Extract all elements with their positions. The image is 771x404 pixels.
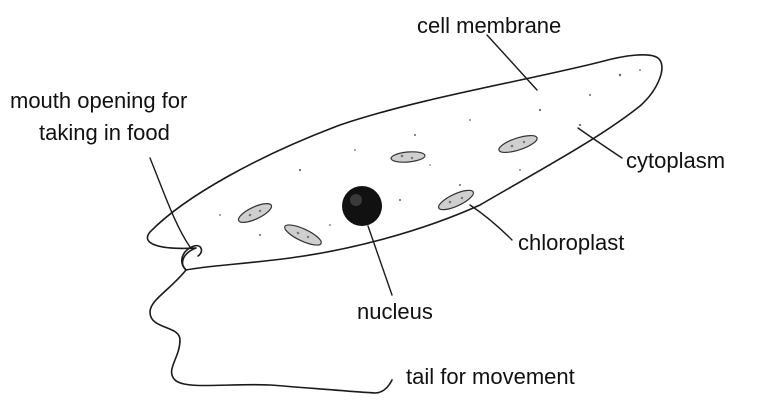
leader-cytoplasm xyxy=(578,128,622,158)
chloroplast-2 xyxy=(497,132,539,156)
chloroplast-1 xyxy=(391,151,426,164)
nucleus-shape xyxy=(342,186,382,226)
leader-nucleus xyxy=(368,226,392,295)
label-chloroplast: chloroplast xyxy=(518,230,624,255)
label-tail: tail for movement xyxy=(406,364,575,389)
label-cytoplasm: cytoplasm xyxy=(626,148,725,173)
label-cell-membrane: cell membrane xyxy=(417,13,561,38)
chloroplast-3 xyxy=(236,200,274,226)
leader-mouth xyxy=(150,158,190,247)
label-mouth-line1: mouth opening for xyxy=(10,88,187,113)
leader-chloroplast xyxy=(470,205,512,240)
nucleus-highlight xyxy=(350,194,362,206)
tail-flagellum xyxy=(150,270,392,393)
cytoplasm-speckles xyxy=(219,69,641,236)
label-mouth-line2: taking in food xyxy=(39,120,170,145)
chloroplast-4 xyxy=(282,221,323,249)
label-nucleus: nucleus xyxy=(357,299,433,324)
